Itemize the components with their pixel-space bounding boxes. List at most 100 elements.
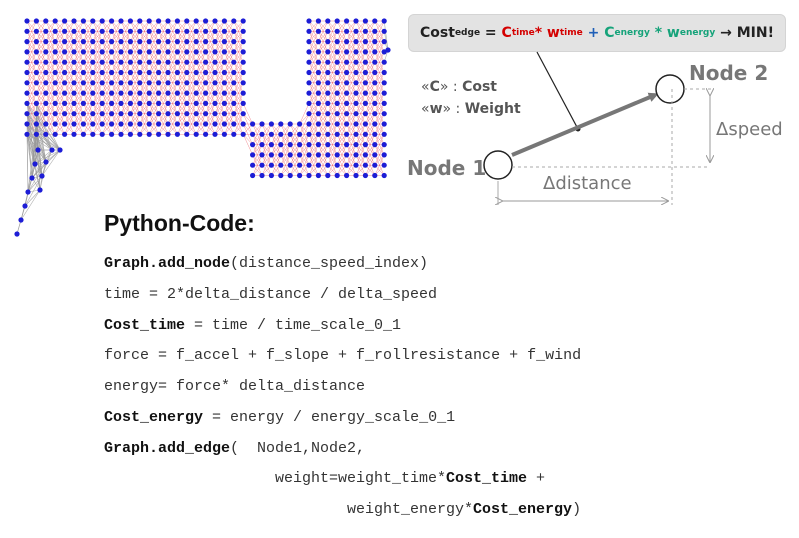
graph-edge [205, 51, 216, 73]
graph-node [362, 121, 368, 127]
graph-edge [318, 72, 329, 94]
graph-edge [214, 72, 225, 94]
graph-node [24, 90, 30, 96]
graph-edge [148, 72, 159, 94]
graph-node [353, 162, 359, 168]
graph-node [193, 131, 199, 137]
graph-node [43, 90, 49, 96]
graph-edge [271, 134, 282, 156]
graph-edge [374, 134, 385, 156]
graph-edge [54, 92, 65, 114]
graph-edge [224, 103, 235, 125]
graph-node [306, 172, 312, 179]
graph-node [174, 121, 180, 127]
graph-node [362, 80, 368, 86]
graph-edge [26, 20, 37, 42]
graph-node [174, 28, 180, 34]
graph-node [193, 18, 199, 24]
graph-node [221, 131, 227, 137]
edge-arrow [511, 92, 659, 157]
graph-node [250, 152, 256, 158]
graph-node [306, 28, 312, 34]
graph-node [362, 152, 368, 158]
graph-node [334, 162, 340, 168]
graph-edge [186, 62, 197, 83]
graph-node [362, 131, 368, 137]
graph-node [381, 152, 387, 158]
graph-node [231, 111, 237, 117]
graph-node [62, 49, 68, 55]
graph-edge [158, 51, 169, 73]
graph-edge [36, 134, 47, 163]
graph-node [14, 231, 20, 237]
graph-node [62, 121, 68, 127]
graph-edge [130, 31, 141, 53]
graph-edge [111, 92, 122, 114]
graph-node [231, 90, 237, 96]
graph-edge [111, 103, 122, 125]
graph-edge [233, 103, 244, 125]
graph-node [90, 111, 96, 117]
graph-node [52, 121, 58, 127]
node-2-circle [655, 74, 685, 104]
graph-edge [233, 51, 244, 73]
graph-edge [224, 92, 235, 114]
graph-edge [101, 92, 112, 114]
graph-edge [365, 123, 376, 145]
graph-node [62, 18, 68, 24]
graph-node [146, 131, 152, 137]
code-l9-var: Cost_energy [473, 501, 573, 518]
graph-node [325, 162, 331, 168]
graph-edge [355, 92, 366, 114]
graph-node [33, 80, 40, 86]
graph-node [268, 131, 274, 137]
graph-node [240, 100, 246, 106]
graph-edge [111, 82, 122, 104]
graph-edge [92, 113, 103, 135]
graph-edge [64, 41, 75, 63]
graph-node [109, 59, 115, 65]
graph-node [259, 152, 265, 158]
graph-edge [355, 72, 366, 94]
graph-node [306, 69, 312, 76]
graph-edge [26, 134, 43, 177]
graph-edge [177, 51, 188, 73]
code-l9-c: ) [572, 501, 582, 518]
edge-diagram: Node 1 Node 2 Δspeed Δdistance [407, 51, 783, 205]
graph-edge [45, 41, 56, 63]
graph-node [212, 80, 218, 86]
graph-edge [318, 103, 329, 125]
graph-edge [355, 41, 366, 63]
legend-w-desc: Weight [464, 101, 521, 117]
graph-node [71, 49, 77, 55]
graph-edge [318, 82, 329, 104]
graph-edge [177, 62, 188, 83]
graph-node [221, 49, 227, 55]
graph-node [203, 18, 209, 24]
graph-node [33, 131, 40, 137]
graph-edge [205, 41, 216, 63]
graph-edge [205, 31, 216, 53]
formula-pointer-line [536, 51, 579, 130]
graph-node [184, 18, 190, 24]
graph-edge [365, 103, 376, 125]
graph-edge [177, 31, 188, 53]
graph-node [381, 69, 387, 76]
graph-node [80, 69, 86, 76]
graph-edge [130, 41, 141, 63]
graph-node [372, 39, 378, 45]
graph-edge [111, 41, 122, 63]
graph-edge [327, 72, 338, 94]
graph-node [127, 49, 133, 55]
graph-node [71, 90, 77, 96]
graph-node [259, 162, 265, 168]
graph-node [109, 18, 115, 24]
graph-node [287, 172, 293, 179]
graph-node [315, 39, 321, 45]
graph-edge [177, 92, 188, 114]
graph-edge [26, 134, 33, 179]
graph-node [71, 28, 77, 34]
graph-node [62, 131, 68, 137]
graph-edge [120, 51, 131, 73]
graph-edge [26, 62, 37, 83]
